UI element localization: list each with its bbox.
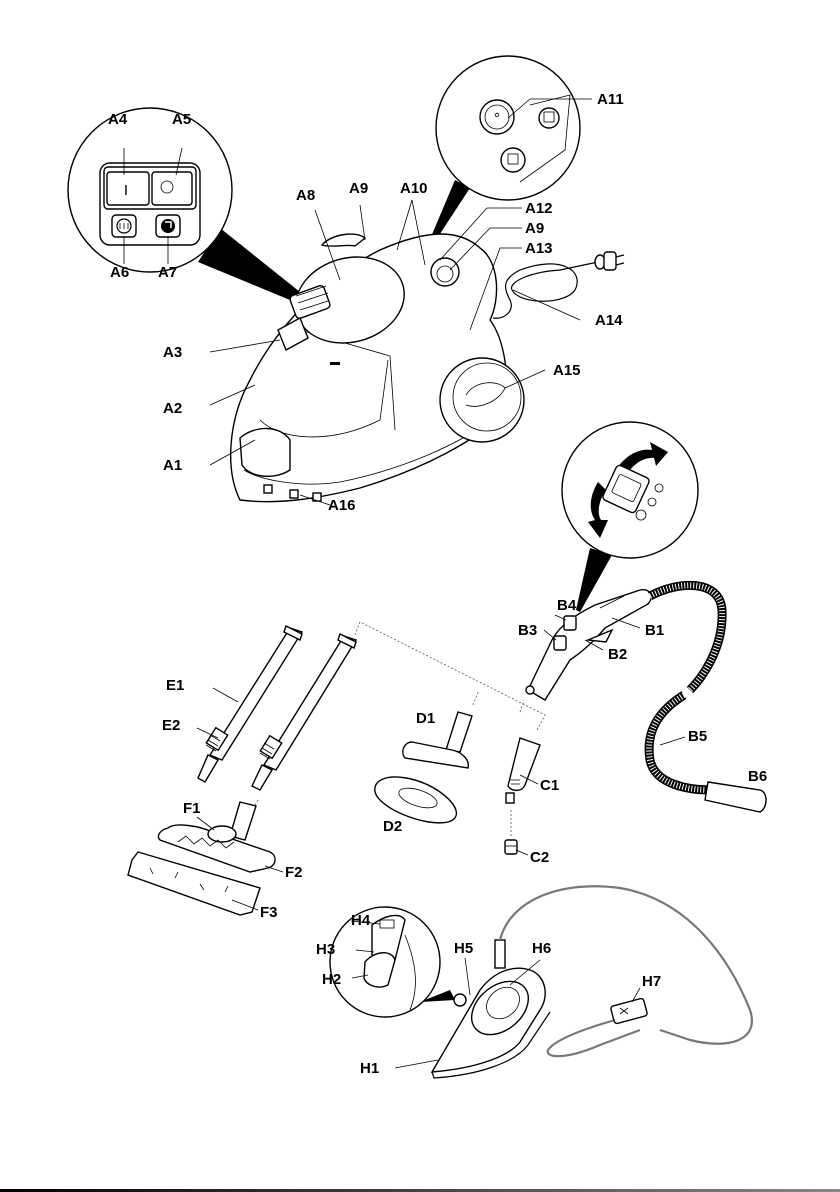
steam-button[interactable] [453,993,467,1007]
temperature-dial[interactable] [480,981,526,1026]
label-b6: B6 [748,768,767,785]
label-f2: F2 [285,864,303,881]
label-a7: A7 [158,264,177,281]
label-a10: A10 [400,180,428,197]
switch-panel-detail: I [67,107,300,300]
label-h1: H1 [360,1060,379,1077]
rotate-down-arrow-icon [588,482,608,538]
label-h2: H2 [322,971,341,988]
front-bumper [239,427,291,477]
power-switch-off[interactable] [151,171,193,206]
spot-nozzle[interactable] [505,737,541,804]
label-a1: A1 [163,457,182,474]
label-d2: D2 [383,818,402,835]
label-b5: B5 [688,728,707,745]
brush-cover[interactable] [374,776,458,824]
extension-tube-1[interactable] [197,625,304,783]
handle-recess [320,233,367,247]
label-a8: A8 [296,187,315,204]
label-b1: B1 [645,622,664,639]
label-b4: B4 [557,597,577,614]
iron[interactable] [394,885,753,1079]
label-a12: A12 [525,200,553,217]
label-a6: A6 [110,264,129,281]
boiler-cap[interactable] [430,257,460,287]
plug-icon [603,251,617,271]
label-a9-top: A9 [349,180,368,197]
hose-handle [525,580,767,813]
label-c2: C2 [530,849,549,866]
label-f1: F1 [183,800,201,817]
nozzle-tip[interactable] [504,839,518,855]
floor-tool[interactable] [127,801,284,916]
iron-cord [498,885,753,1045]
floor-cloth [127,851,261,916]
detail-pointer [198,228,300,300]
power-cord [492,261,599,319]
extension-tube-2[interactable] [251,633,358,791]
label-a3: A3 [163,344,182,361]
label-a16: A16 [328,497,356,514]
label-d1: D1 [416,710,435,727]
handle-switch-detail [561,421,699,612]
a-leaders [209,199,581,506]
label-b3: B3 [518,622,537,639]
water-indicator-icon [161,219,175,233]
fill-cap-detail [428,55,592,246]
label-a2: A2 [163,400,182,417]
rear-wheel [439,357,525,443]
label-b2: B2 [608,646,627,663]
label-a5: A5 [172,111,191,128]
off-symbol-icon [160,180,174,194]
label-h5: H5 [454,940,473,957]
base-unit-body [229,233,625,503]
label-h3: H3 [316,941,335,958]
label-c1: C1 [540,777,559,794]
iron-detail [329,906,455,1018]
label-e2: E2 [162,717,180,734]
label-a11: A11 [597,91,624,108]
page-edge [0,1189,840,1192]
detail-pointer [420,990,455,1002]
on-symbol: I [124,182,128,199]
label-a9-side: A9 [525,220,544,237]
hose-upper [647,580,727,694]
detail-pointer [576,548,612,612]
iron-connector[interactable] [610,997,648,1025]
label-h6: H6 [532,940,551,957]
floor-tool-base [157,824,276,873]
housing [229,233,508,503]
label-e1: E1 [166,677,184,694]
label-h7: H7 [642,973,661,990]
hose-connector [704,781,767,813]
rotate-up-arrow-icon [616,442,668,476]
label-a15: A15 [553,362,581,379]
steam-switch[interactable] [602,464,651,514]
power-switch-on[interactable] [106,171,150,206]
cable-holder [277,317,309,351]
label-a13: A13 [525,240,553,257]
safety-lock[interactable] [563,615,577,631]
label-a14: A14 [595,312,623,329]
cord-guard [494,939,506,969]
detail-pointer [428,180,470,246]
label-a4: A4 [108,111,128,128]
hand-brush[interactable] [402,711,473,769]
label-f3: F3 [260,904,278,921]
steam-trigger[interactable] [553,635,567,651]
heater-indicator-icon [116,218,132,234]
label-h4: H4 [351,912,371,929]
handle[interactable] [527,589,652,701]
